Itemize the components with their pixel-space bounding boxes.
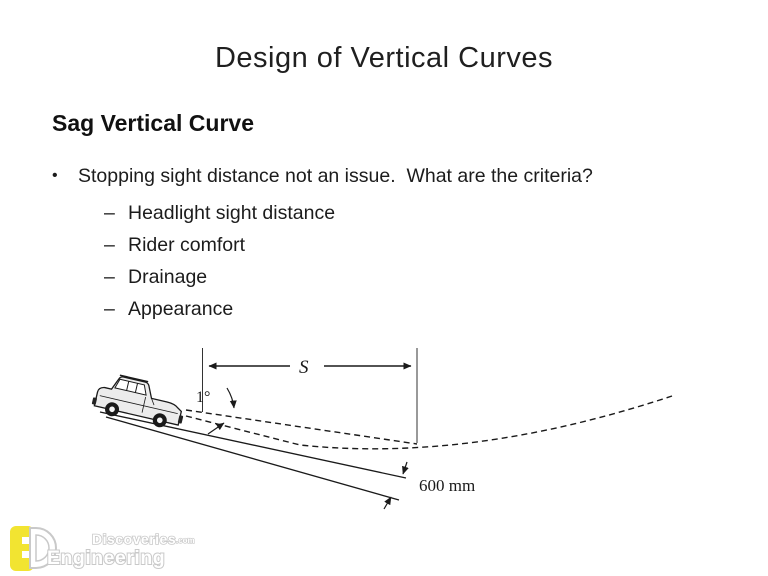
sub-bullet-text: Headlight sight distance <box>128 202 336 224</box>
sub-bullet-list: – Headlight sight distance – Rider comfo… <box>104 202 335 330</box>
section-heading: Sag Vertical Curve <box>52 110 254 136</box>
list-item: – Appearance <box>104 298 335 330</box>
car-illustration <box>91 374 184 428</box>
bullet-marker: • <box>52 167 58 184</box>
beam-angle-arrow <box>226 387 237 409</box>
sub-bullet-text: Appearance <box>128 298 234 320</box>
sub-bullet-text: Rider comfort <box>128 234 246 256</box>
offset-arrow-down <box>402 461 409 475</box>
sag-curve-road <box>185 395 673 450</box>
list-item: – Headlight sight distance <box>104 202 335 234</box>
dash-marker: – <box>104 234 115 256</box>
logo-monogram-ed-icon <box>10 526 57 571</box>
logo-word-com: .com <box>176 536 195 545</box>
list-item: – Rider comfort <box>104 234 335 266</box>
beam-angle-arrow-lower <box>207 422 225 435</box>
engineering-discoveries-logo: Discoveries .com Engineering <box>0 522 230 576</box>
offset-arrow-up <box>383 496 392 510</box>
beam-angle-label: 1° <box>196 389 210 406</box>
sag-curve-figure: S 1° 600 mm <box>91 348 673 510</box>
grade-extension-lower <box>105 416 400 501</box>
bullet-item: • Stopping sight distance not an issue. … <box>52 165 712 188</box>
logo-word-engineering: Engineering <box>47 547 165 569</box>
sub-bullet-text: Drainage <box>128 266 208 288</box>
dash-marker: – <box>104 266 115 288</box>
dash-marker: – <box>104 202 115 224</box>
offset-label: 600 mm <box>419 476 475 495</box>
headlight-beam-line <box>185 409 418 445</box>
slide-title: Design of Vertical Curves <box>214 42 554 74</box>
bullet-text: Stopping sight distance not an issue. Wh… <box>78 165 593 187</box>
s-label: S <box>299 357 309 378</box>
list-item: – Drainage <box>104 266 335 298</box>
logo-word-discoveries: Discoveries <box>92 531 176 547</box>
dash-marker: – <box>104 298 115 320</box>
grade-extension-upper <box>99 411 407 479</box>
